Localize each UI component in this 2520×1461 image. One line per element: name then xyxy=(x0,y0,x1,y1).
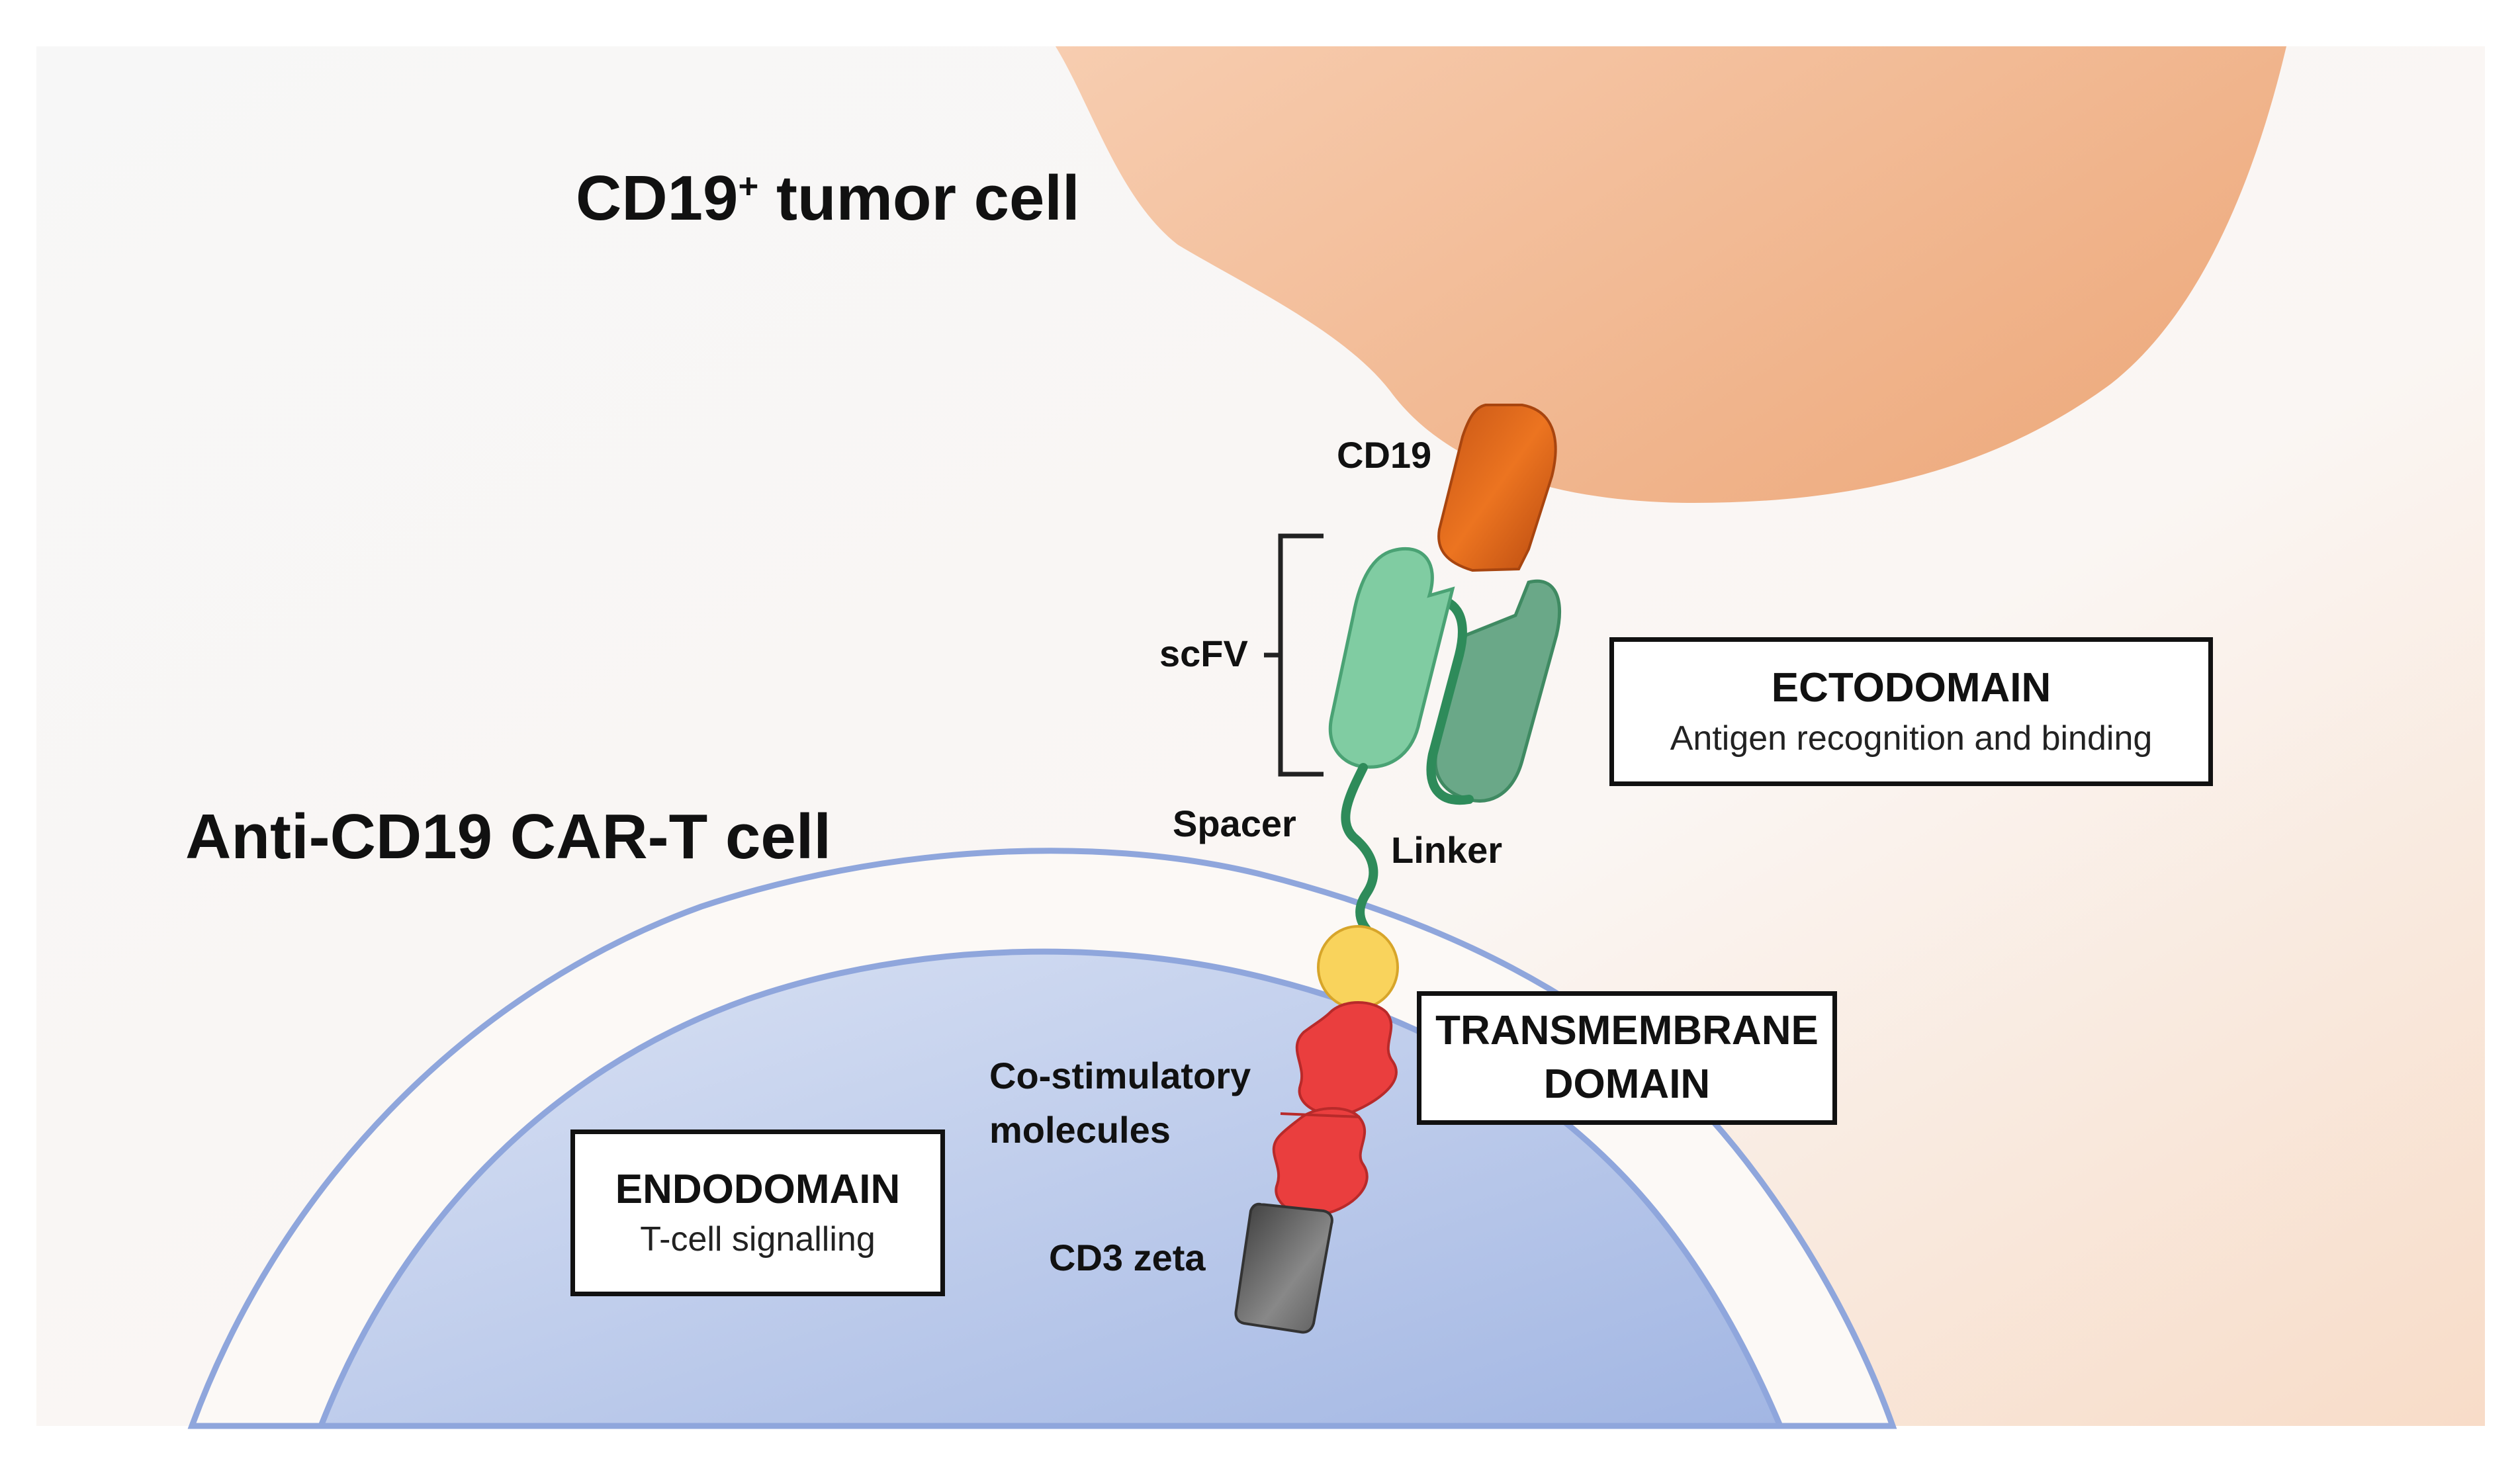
spacer-chain xyxy=(1341,763,1378,938)
cd3-zeta-label: CD3 zeta xyxy=(1049,1237,1206,1278)
ectodomain-subtitle: Antigen recognition and binding xyxy=(1670,719,2153,758)
endodomain-title: ENDODOMAIN xyxy=(615,1166,901,1212)
scfv-bracket xyxy=(1264,533,1324,777)
ectodomain-title: ECTODOMAIN xyxy=(1771,665,2051,711)
tumor-cell-label-rest: tumor cell xyxy=(758,163,1080,234)
costim-label-line1: Co-stimulatory xyxy=(989,1055,1251,1096)
costim-molecule-1 xyxy=(1295,1001,1398,1116)
costim-divider xyxy=(1280,1112,1361,1118)
tumor-cell-label-sup: + xyxy=(738,167,759,206)
car-t-cytoplasm xyxy=(316,948,1785,1429)
cd19-label: CD19 xyxy=(1337,434,1432,476)
tumor-cell xyxy=(1056,46,2286,503)
costim-label: Co-stimulatory molecules xyxy=(989,1049,1251,1157)
linker-label: Linker xyxy=(1391,829,1503,871)
endodomain-box: ENDODOMAIN T-cell signalling xyxy=(570,1129,945,1296)
car-t-cell-label: Anti-CD19 CAR-T cell xyxy=(185,801,832,872)
cd3-zeta-domain xyxy=(1234,1202,1333,1334)
transmembrane-title-line2: DOMAIN xyxy=(1543,1061,1711,1107)
cd19-antigen xyxy=(1437,404,1557,572)
transmembrane-title-line1: TRANSMEMBRANE xyxy=(1435,1008,1819,1054)
transmembrane-domain xyxy=(1317,925,1399,1010)
transmembrane-box: TRANSMEMBRANE DOMAIN xyxy=(1417,991,1837,1125)
ectodomain-box: ECTODOMAIN Antigen recognition and bindi… xyxy=(1609,637,2213,786)
spacer-label: Spacer xyxy=(1173,803,1296,844)
endodomain-subtitle: T-cell signalling xyxy=(640,1220,876,1259)
tumor-cell-label: CD19+ tumor cell xyxy=(576,162,1080,235)
tumor-cell-label-main: CD19 xyxy=(576,163,739,234)
scfv-label: scFV xyxy=(1159,633,1248,674)
costim-label-line2: molecules xyxy=(989,1109,1171,1151)
